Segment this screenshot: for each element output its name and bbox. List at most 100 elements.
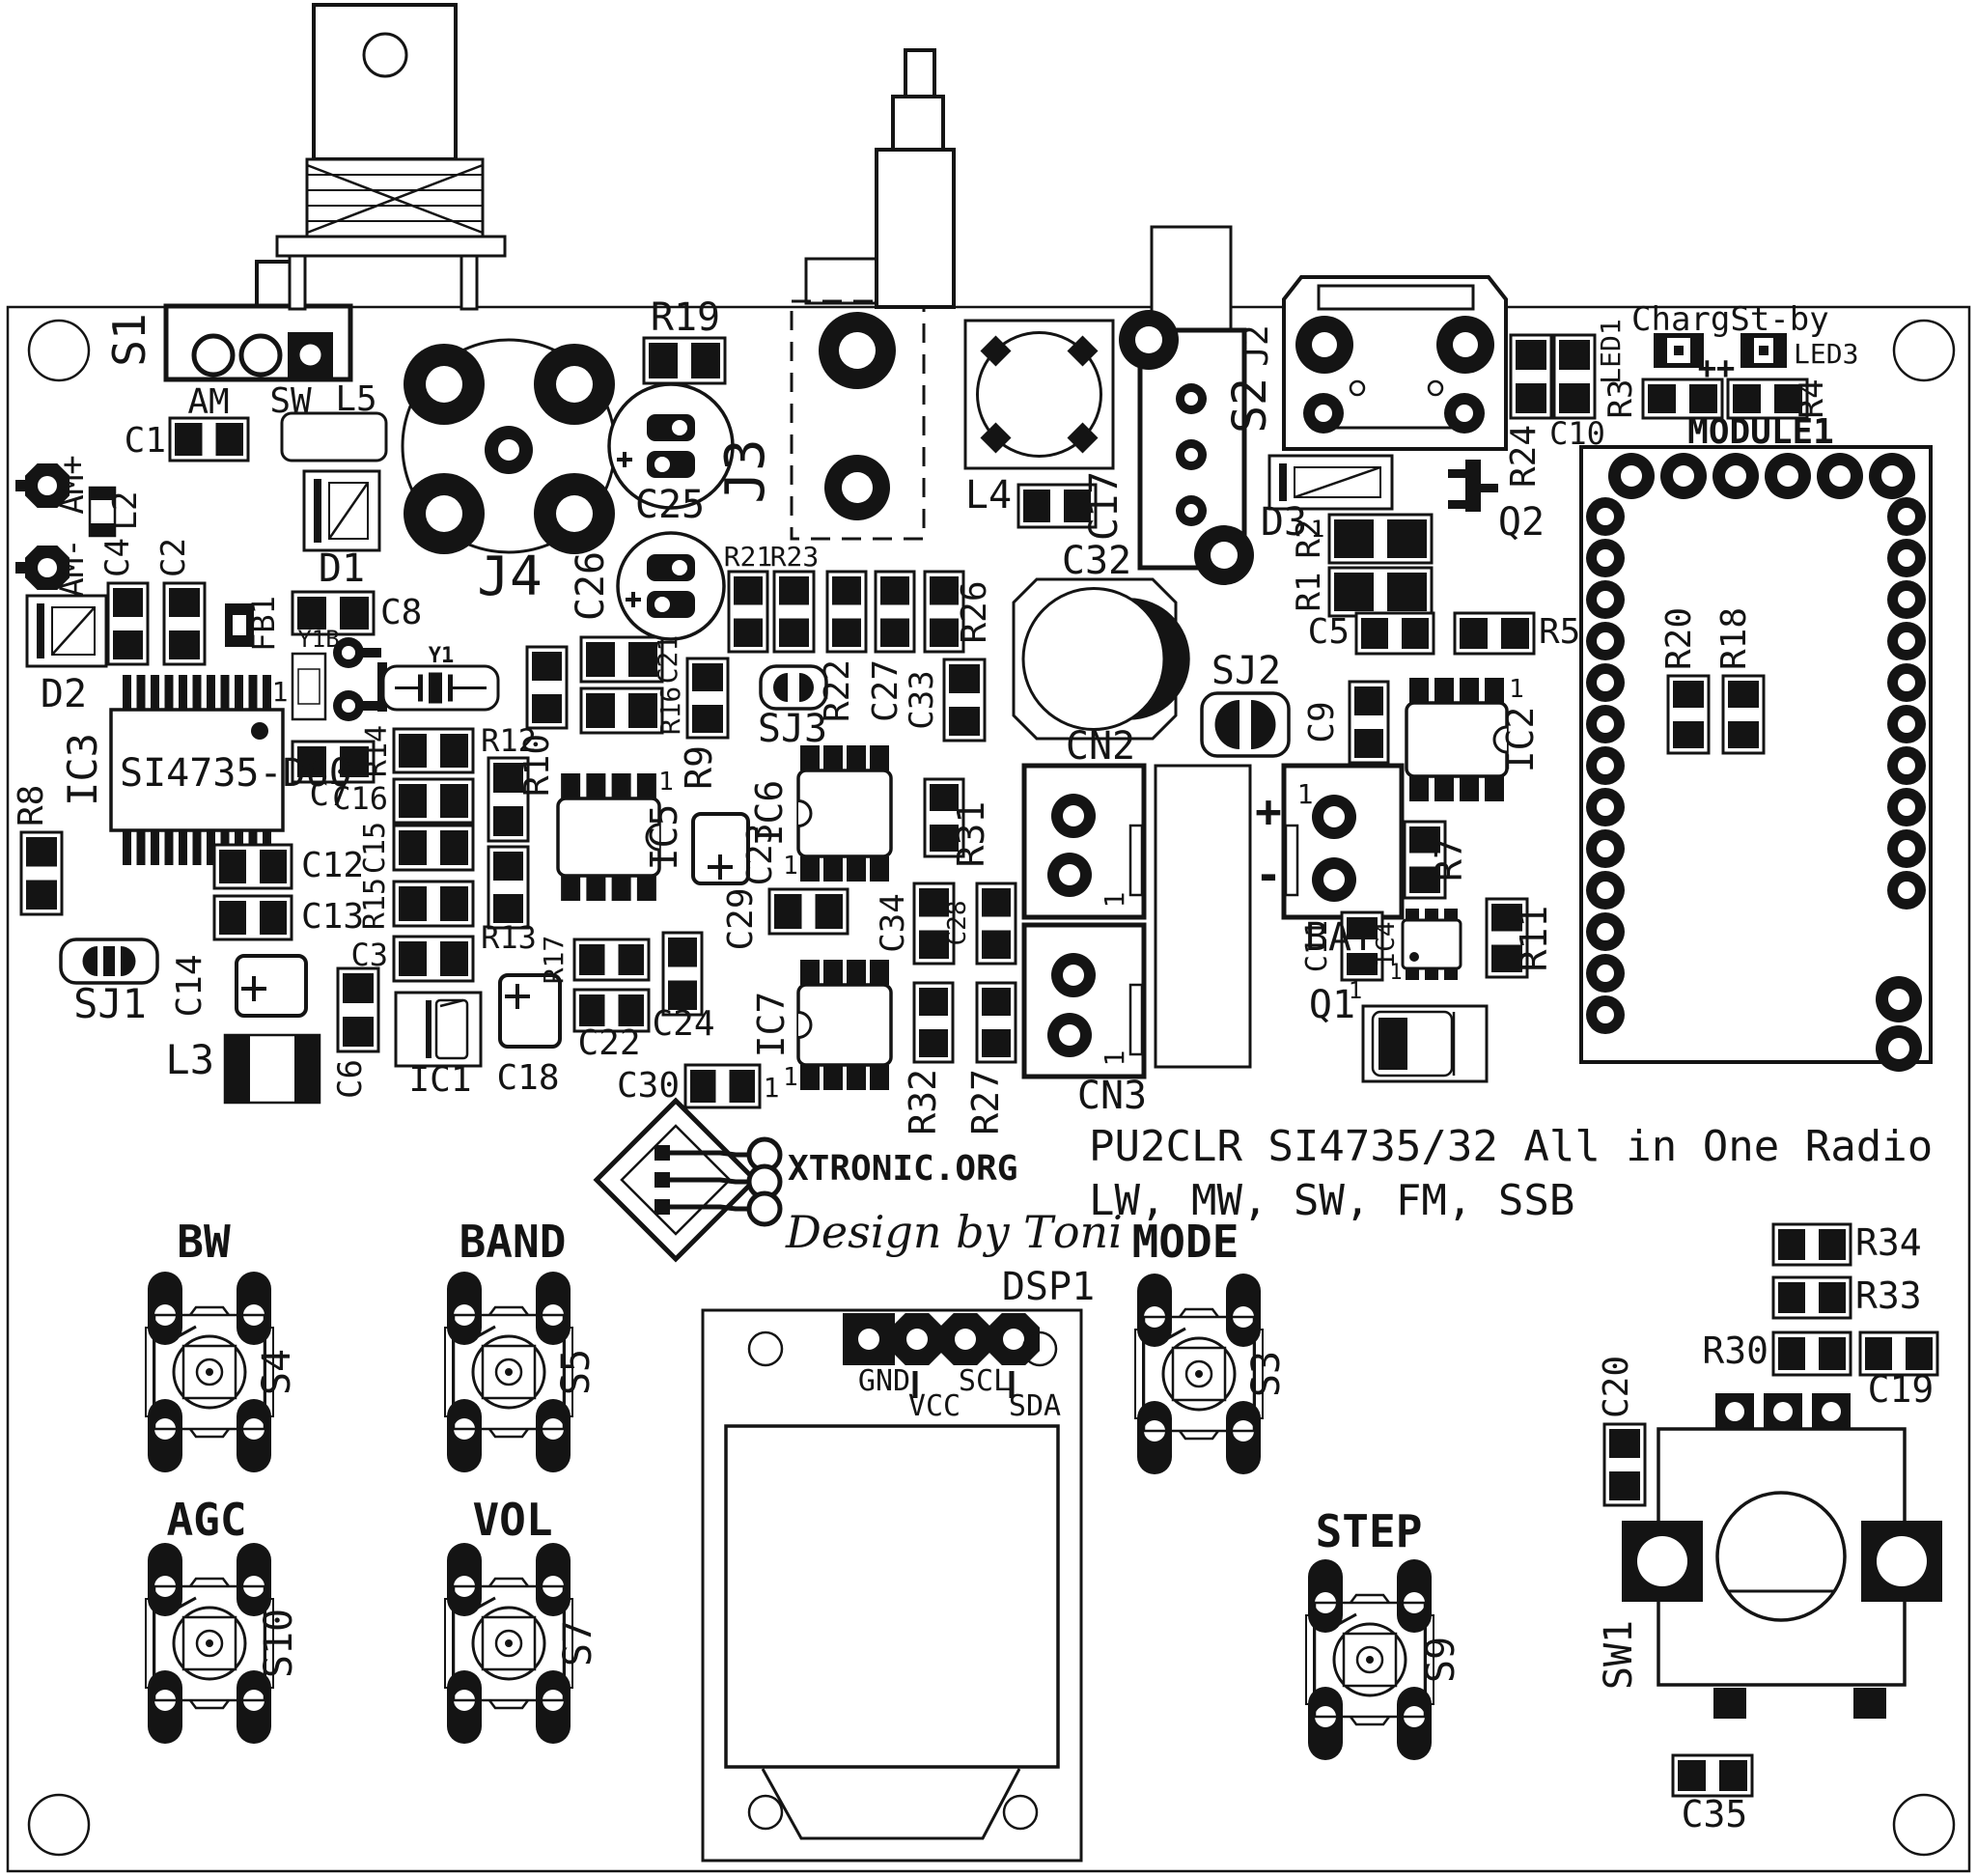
label-r18-89: R18: [1714, 607, 1754, 670]
label-q2-78: Q2: [1498, 500, 1545, 545]
component-c9: [1348, 680, 1390, 765]
label-vol-119: VOL: [472, 1494, 552, 1546]
label-sj1-28: SJ1: [73, 980, 147, 1027]
component-l4: [963, 319, 1115, 470]
label-c13-27: C13: [301, 897, 364, 937]
label-j4-65: J4: [477, 546, 542, 608]
component-d3: [1267, 454, 1394, 511]
component-s2: [1119, 225, 1254, 585]
label-xtronic-org-114: XTRONIC.ORG: [788, 1149, 1017, 1189]
label-1-53: 1: [658, 768, 674, 797]
component-r20: [1666, 674, 1711, 755]
label-1-75: 1: [1311, 516, 1324, 543]
label-c26-68: C26: [569, 551, 613, 621]
component-led3: [1740, 333, 1787, 368]
label-r15-24: R15: [358, 878, 392, 930]
component-r26: [923, 570, 965, 654]
label-1-18: 1: [272, 676, 289, 708]
label-c21-42: C21: [652, 635, 683, 685]
label-ic5-52: IC5: [643, 804, 685, 871]
label-s7-125: S7: [556, 1620, 600, 1666]
component-c15: [392, 824, 475, 872]
label-r14-21: R14: [360, 725, 394, 777]
label-r16-43: R16: [654, 686, 686, 736]
label-c12-26: C12: [301, 846, 364, 885]
component-c14: [235, 954, 308, 1018]
label-c22-38: C22: [577, 1023, 640, 1063]
label-r13-34: R13: [481, 919, 537, 956]
component-s9: [1305, 1559, 1434, 1760]
component-r9: [685, 657, 730, 740]
label-r17-37: R17: [538, 936, 570, 985]
component-c7: [291, 740, 376, 784]
component-c18: [498, 973, 562, 1049]
component-r10: [525, 645, 569, 730]
component-j4: [275, 3, 617, 554]
label-s5-123: S5: [554, 1349, 599, 1395]
label-r19-66: R19: [651, 295, 720, 340]
label-r8-19: R8: [12, 785, 51, 826]
label-c27-49: C27: [866, 659, 905, 722]
label-c14-29: C14: [170, 954, 209, 1017]
component-dsp1: [701, 1308, 1083, 1862]
label-1-56: 1: [783, 852, 798, 881]
label-fb1-12: FB1: [245, 596, 282, 652]
component-c29: [767, 887, 849, 936]
label-gnd-129: GND: [858, 1364, 910, 1398]
label-sw-2: SW: [269, 381, 312, 421]
component-s3: [1134, 1274, 1264, 1474]
label-c16-22: C16: [332, 780, 388, 817]
label-r30-135: R30: [1702, 1330, 1768, 1372]
label-c30-40: C30: [617, 1066, 680, 1106]
label-r26-51: R26: [955, 580, 994, 643]
component-l2: [88, 486, 117, 538]
component-c16: [392, 777, 475, 825]
label-l5-3: L5: [335, 379, 376, 419]
component-c23: [691, 812, 750, 885]
label-chargst-by-82: ChargSt-by: [1631, 300, 1829, 339]
component-d2: [25, 594, 108, 668]
component-r32: [912, 981, 955, 1064]
component-r13: [487, 845, 530, 930]
label-bat-101: BAT: [1305, 915, 1375, 960]
label-r3-85: R3: [1601, 379, 1640, 419]
component-r31: [923, 777, 965, 858]
component-r18: [1721, 674, 1766, 755]
label-r12-33: R12: [481, 722, 537, 759]
component-r14: [392, 727, 475, 774]
label-s3-126: S3: [1244, 1351, 1289, 1397]
component-j3: [790, 257, 926, 541]
label-r24-79: R24: [1504, 425, 1544, 488]
label-1-108: 1: [1389, 961, 1402, 985]
label-1-100: 1: [1099, 1050, 1130, 1067]
label-c33-50: C33: [903, 670, 941, 729]
label-vcc-130: VCC: [908, 1389, 961, 1423]
label-r32-63: R32: [902, 1069, 944, 1135]
component-fb1: [225, 603, 254, 647]
label-c18-36: C18: [496, 1058, 559, 1098]
label-c7-20: C7: [310, 775, 349, 814]
component-r7: [1403, 820, 1447, 900]
component-c26: [616, 531, 726, 641]
component-c22: [572, 988, 651, 1033]
label-c29-57: C29: [721, 887, 761, 950]
label-module1-87: MODULE1: [1687, 412, 1834, 452]
label-r9-44: R9: [678, 745, 720, 790]
component-ic3: [109, 675, 285, 865]
label-sj2-92: SJ2: [1211, 649, 1281, 693]
component-sj2: [1200, 691, 1291, 758]
label-c15-23: C15: [358, 822, 392, 874]
component-sj3: [759, 664, 828, 711]
label-r4-86: R4: [1793, 379, 1831, 419]
component-c25: [607, 382, 735, 510]
component-c1: [168, 416, 250, 462]
component-d1: [302, 469, 381, 552]
component-c30: [683, 1063, 762, 1109]
label-r27-64: R27: [964, 1069, 1007, 1135]
label-ic1-32: IC1: [408, 1060, 471, 1100]
component-c34: [912, 882, 956, 966]
label-sda-132: SDA: [1009, 1389, 1061, 1423]
component-am-plus-pad: [15, 463, 70, 508]
component-c4: [106, 581, 150, 666]
